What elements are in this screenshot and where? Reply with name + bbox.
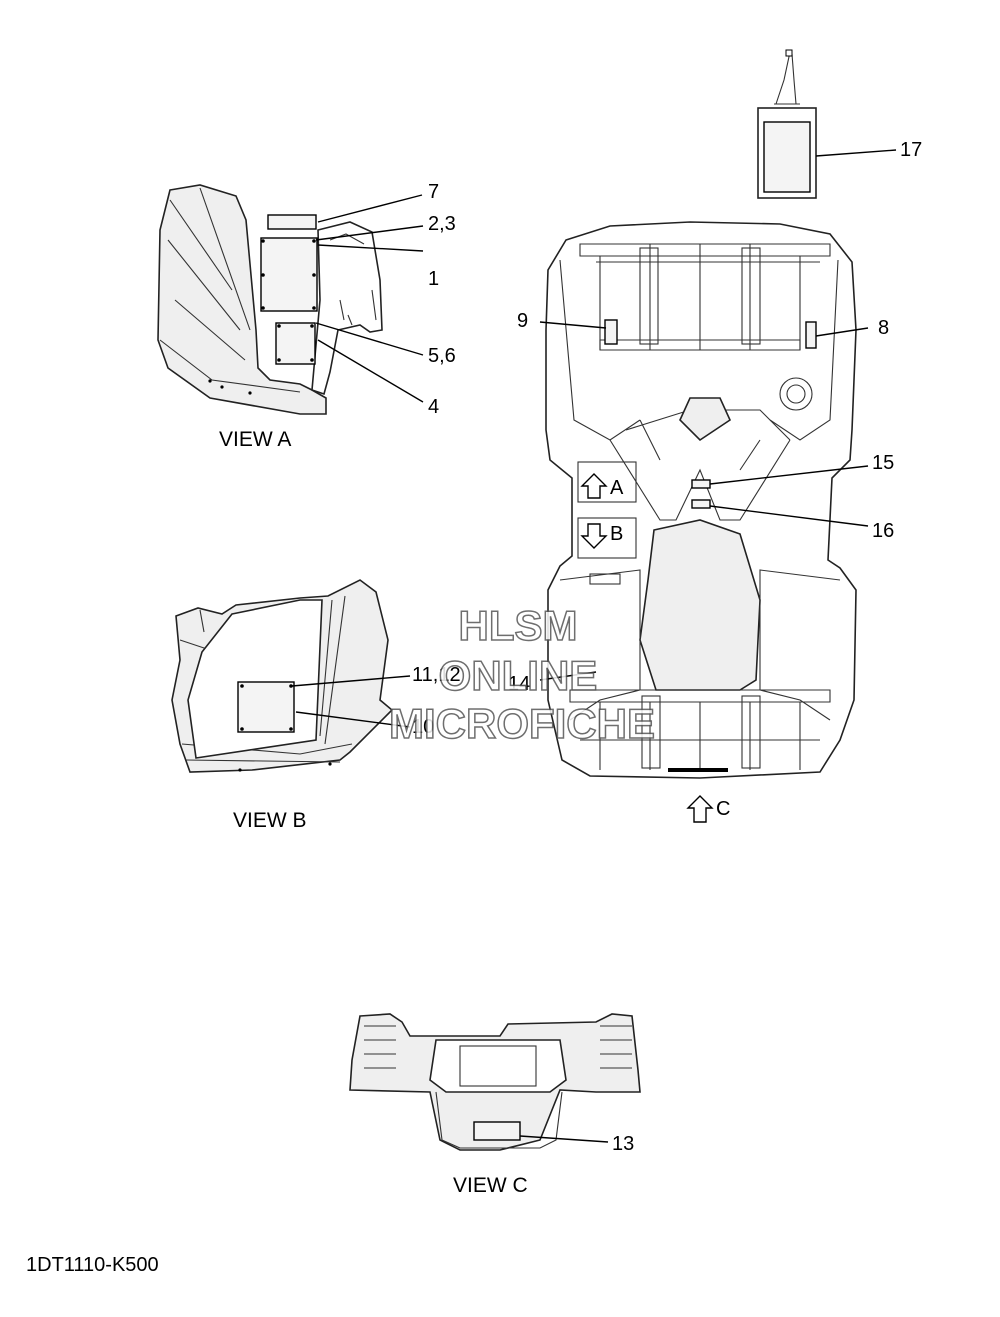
- callout-1: 1: [428, 268, 439, 290]
- decal-10: [237, 681, 295, 733]
- atv-top-view: [539, 221, 869, 779]
- view-b-drawing: [171, 579, 411, 773]
- arrow-b-icon: [580, 523, 608, 549]
- callout-14: 14: [508, 673, 530, 695]
- part-code: 1DT1110-K500: [26, 1254, 159, 1276]
- arrow-a-icon: [580, 473, 608, 499]
- view-a-drawing: [157, 184, 424, 415]
- callout-17: 17: [900, 139, 922, 161]
- callout-7: 7: [428, 181, 439, 203]
- arrow-a-label: A: [610, 477, 624, 499]
- callout-11-12: 11,12: [412, 664, 461, 686]
- arrow-b-label: B: [610, 523, 623, 545]
- watermark-line-1: HLSM: [459, 602, 578, 649]
- decal-13: [473, 1121, 521, 1141]
- arrow-c-label: C: [716, 798, 730, 820]
- callout-9: 9: [517, 310, 528, 332]
- watermark: HLSM ONLINE MICROFICHE: [388, 601, 656, 748]
- decal-1: [260, 237, 318, 312]
- watermark-line-3: MICROFICHE: [389, 700, 655, 747]
- view-b-label: VIEW B: [233, 809, 307, 832]
- decal-4: [275, 322, 316, 365]
- view-a-label: VIEW A: [219, 428, 291, 451]
- decal-8: [805, 321, 817, 349]
- hang-tag: [757, 49, 897, 199]
- decal-7: [267, 214, 317, 230]
- watermark-line-2: ONLINE: [439, 652, 598, 699]
- decal-9: [604, 319, 618, 345]
- callout-15: 15: [872, 452, 894, 474]
- callout-16: 16: [872, 520, 894, 542]
- callout-13: 13: [612, 1133, 634, 1155]
- callout-5-6: 5,6: [428, 345, 456, 367]
- callout-8: 8: [878, 317, 889, 339]
- decal-15: [691, 479, 711, 489]
- view-c-label: VIEW C: [453, 1174, 528, 1197]
- arrow-c-icon: [686, 795, 714, 823]
- decal-16: [691, 499, 711, 509]
- view-c-drawing: [349, 1013, 641, 1151]
- callout-10: 10: [412, 716, 434, 738]
- callout-2-3: 2,3: [428, 213, 456, 235]
- callout-4: 4: [428, 396, 439, 418]
